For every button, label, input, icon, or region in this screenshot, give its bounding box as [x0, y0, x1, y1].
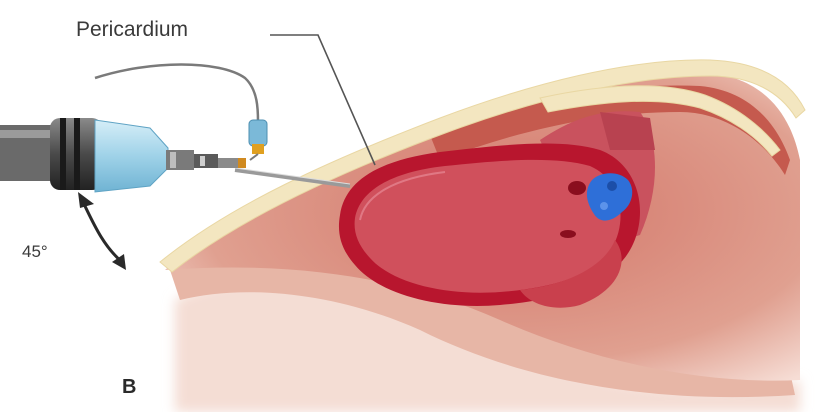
syringe-icon [0, 118, 246, 192]
panel-label: B [122, 376, 136, 399]
curved-double-arrow-icon [78, 192, 126, 270]
angle-label: 45° [22, 242, 48, 262]
pericardium-label: Pericardium [76, 18, 188, 42]
blood-spot [568, 181, 586, 195]
heart-muscle [355, 160, 621, 293]
pericardium-leader-line [270, 35, 375, 165]
blood-spot [560, 230, 576, 238]
